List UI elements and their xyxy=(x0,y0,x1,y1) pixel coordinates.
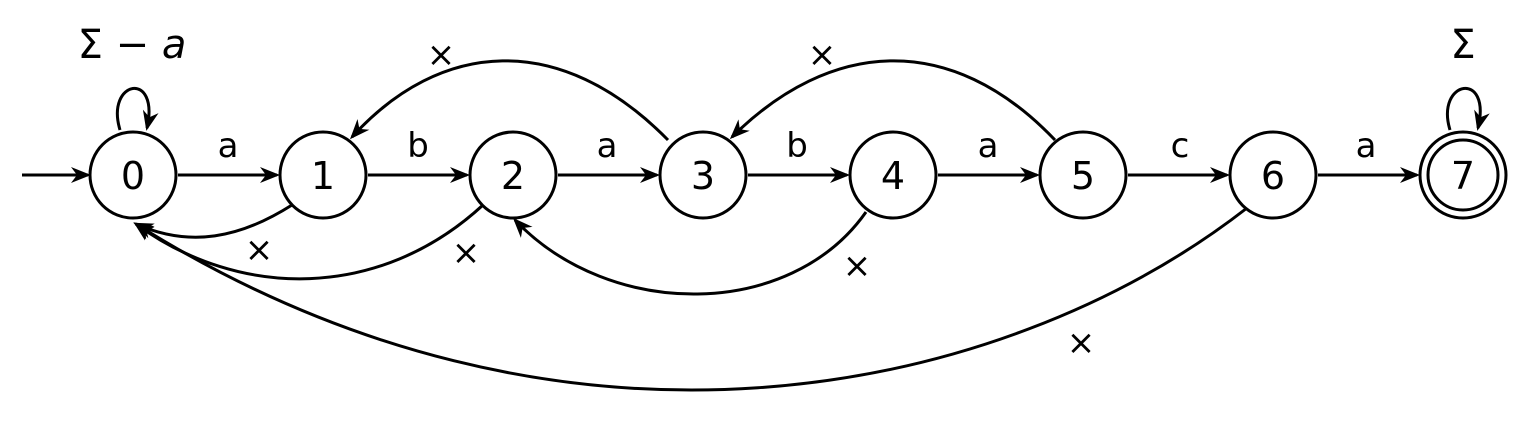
self-loop-0 xyxy=(116,86,159,131)
back-label-2-0: × xyxy=(452,233,481,273)
state-label: 5 xyxy=(1071,154,1095,198)
state-5: 5 xyxy=(1038,130,1128,220)
self-loop-7 xyxy=(1446,87,1490,131)
state-label: 4 xyxy=(881,154,905,198)
state-label: 2 xyxy=(501,154,525,198)
transition-label-4-5: a xyxy=(978,126,999,166)
state-1: 1 xyxy=(278,130,368,220)
back-label-3-1: × xyxy=(427,35,456,75)
state-label: 3 xyxy=(691,154,715,198)
self-loop-label-0-italic: a xyxy=(162,22,187,68)
self-loop-label-7-main: Σ xyxy=(1450,22,1475,68)
state-4: 4 xyxy=(848,130,938,220)
back-transition-4-2 xyxy=(512,211,868,296)
state-7-accepting: 7 xyxy=(1418,130,1508,220)
state-label: 7 xyxy=(1451,154,1475,198)
accepting-ring xyxy=(1426,138,1500,212)
state-label: 0 xyxy=(121,154,145,198)
back-label-5-3: × xyxy=(808,35,837,75)
state-6: 6 xyxy=(1228,130,1318,220)
self-loop-label-0-main: Σ − xyxy=(78,22,162,68)
transition-label-5-6: c xyxy=(1171,126,1190,166)
state-label: 6 xyxy=(1261,154,1285,198)
state-2: 2 xyxy=(468,130,558,220)
transition-label-2-3: a xyxy=(597,126,618,166)
transition-label-0-1: a xyxy=(218,126,239,166)
back-label-6-0: × xyxy=(1067,323,1096,363)
transition-label-6-7: a xyxy=(1356,126,1377,166)
back-transition-3-1 xyxy=(349,59,670,142)
state-label: 1 xyxy=(311,154,335,198)
back-label-4-2: × xyxy=(843,246,872,286)
self-loop-label-7: Σ xyxy=(1450,22,1475,68)
back-transition-5-3 xyxy=(729,59,1057,142)
back-label-1-0: × xyxy=(245,230,274,270)
transition-label-1-2: b xyxy=(407,126,429,166)
state-0: 0 xyxy=(88,130,178,220)
back-transition-6-0 xyxy=(133,206,1248,392)
state-3: 3 xyxy=(658,130,748,220)
back-transition-1-0 xyxy=(133,203,293,239)
transition-label-3-4: b xyxy=(786,126,808,166)
self-loop-label-0: Σ − a xyxy=(78,22,187,68)
